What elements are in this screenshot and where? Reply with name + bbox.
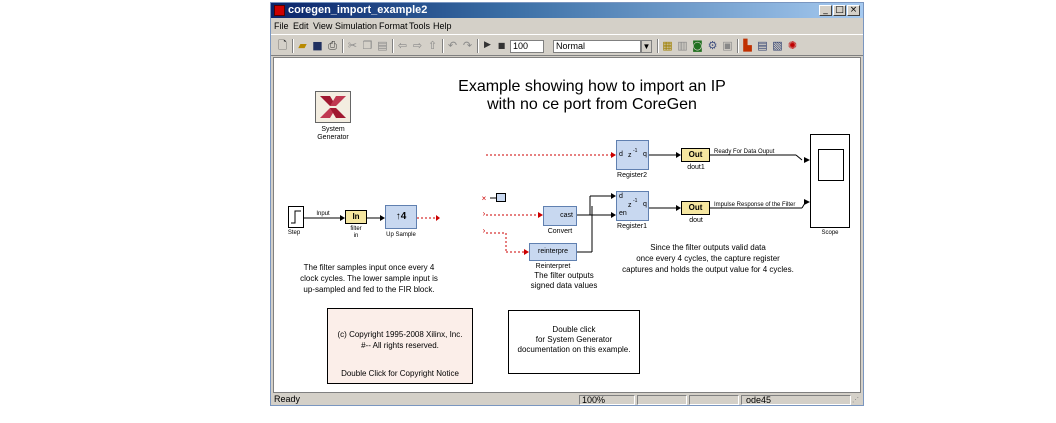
minimize-button[interactable]: _ [819,5,832,16]
register1-block[interactable]: d z -1 q en [616,191,649,221]
window-title: coregen_import_example2 [288,4,428,16]
system-generator-block[interactable] [315,91,351,123]
register2-block[interactable]: d z -1 q [616,140,649,170]
update-icon[interactable]: ⚙ [707,39,718,52]
branch-mark: › [482,209,486,218]
cut-icon[interactable]: ✂ [347,39,358,52]
title-bar[interactable]: coregen_import_example2 _ □ × [271,3,863,18]
explorer-icon[interactable]: ▥ [677,39,688,52]
menu-bar: File Edit View Simulation Format Tools H… [271,19,863,33]
status-state: Ready [274,394,301,404]
copyright-text: (c) Copyright 1995-2008 Xilinx, Inc. #--… [337,330,463,350]
scope-screen-icon [818,149,844,181]
browser-icon[interactable]: ▤ [757,39,768,52]
menu-tools[interactable]: Tools [409,21,431,31]
xilinx-icon[interactable]: ✺ [787,39,798,52]
reinterpret-label: Reinterpret [535,263,571,270]
forward-icon[interactable]: ⇨ [412,39,423,52]
status-empty-2 [689,395,739,405]
menu-file[interactable]: File [274,21,289,31]
simulink-app-icon [274,5,285,16]
toolbar-separator [737,39,739,53]
toolbar-separator [342,39,344,53]
dout1-label: dout1 [687,164,705,171]
gateway-out-block[interactable]: Out [681,201,710,215]
save-icon[interactable]: ■ [312,39,323,52]
register2-label: Register2 [617,172,647,179]
up-icon[interactable]: ⇧ [427,39,438,52]
branch-mark: × [481,194,487,203]
build-icon[interactable]: ▣ [722,39,733,52]
note-filter-samples: The filter samples input once every 4 cl… [300,263,438,294]
model-icon[interactable]: ▙ [743,39,752,52]
convert-block[interactable]: cast [543,206,577,226]
gateway-in-block[interactable]: In [345,210,367,224]
new-icon[interactable]: 🗋 [278,39,287,52]
constant-block[interactable] [496,193,506,202]
step-icon [291,210,301,224]
redo-icon[interactable]: ↷ [462,39,473,52]
close-button[interactable]: × [847,5,860,16]
copy-icon[interactable]: ❐ [362,39,373,52]
menu-simulation[interactable]: Simulation [335,21,378,31]
step-label: Step [287,230,301,236]
note-filter-outputs: The filter outputs signed data values [530,271,598,290]
menu-view[interactable]: View [313,21,333,31]
model-canvas[interactable]: Example showing how to import an IP with… [273,57,861,393]
toolbar: 🗋 ▰ ■ ⎙ ✂ ❐ ▤ ⇦ ⇨ ⇧ ↶ ↷ ▶ ■ 100 Normal ▼… [271,34,863,56]
ready-signal-label: Ready For Data Ouput [714,149,775,155]
maximize-button[interactable]: □ [833,5,846,16]
menu-help[interactable]: Help [433,21,452,31]
toolbar-separator [392,39,394,53]
undo-icon[interactable]: ↶ [447,39,458,52]
stop-icon[interactable]: ■ [497,41,506,50]
convert-label: Convert [547,228,573,235]
back-icon[interactable]: ⇦ [397,39,408,52]
start-icon[interactable]: ▶ [484,40,491,50]
menu-format[interactable]: Format [379,21,408,31]
copyright-click-text: Double Click for Copyright Notice [341,369,459,378]
toolbar-separator [477,39,479,53]
diagram-heading: Example showing how to import an IP with… [458,78,726,113]
documentation-link-box[interactable]: Double click for System Generator docume… [508,310,640,374]
print-icon[interactable]: ⎙ [328,39,337,52]
system-generator-label: System Generator [317,126,349,141]
resize-grip-icon[interactable]: ⋰ [852,397,859,404]
toolbar-separator [657,39,659,53]
dout-label: dout [689,217,703,224]
paste-icon[interactable]: ▤ [377,39,388,52]
up-sample-label: Up Sample [386,232,416,238]
scope-block[interactable] [810,134,850,228]
library-icon[interactable]: ▦ [662,39,673,52]
register1-label: Register1 [617,223,647,230]
open-icon[interactable]: ▰ [298,39,307,52]
xilinx-logo-icon [320,96,346,118]
menu-edit[interactable]: Edit [293,21,309,31]
properties-icon[interactable]: ▧ [772,39,783,52]
up-sample-block[interactable]: ↑4 [385,205,417,229]
step-block[interactable] [288,206,304,228]
copyright-notice-box[interactable]: (c) Copyright 1995-2008 Xilinx, Inc. #--… [327,308,473,384]
scope-label: Scope [821,230,839,236]
stop-time-input[interactable]: 100 [510,40,544,53]
status-zoom: 100% [579,395,635,405]
branch-mark: › [482,226,486,235]
input-signal-label: Input [316,211,330,217]
filter-in-label: filter in [350,226,362,239]
debug-icon[interactable]: ◙ [692,39,703,52]
sim-mode-select[interactable]: Normal [553,40,641,53]
documentation-text: Double click for System Generator docume… [517,325,631,354]
gateway-out1-block[interactable]: Out [681,148,710,162]
toolbar-separator [292,39,294,53]
reinterpret-block[interactable]: reinterpre [529,243,577,261]
status-bar: Ready 100% ode45 ⋰ [271,394,863,406]
note-valid-data: Since the filter outputs valid data once… [622,243,794,274]
impulse-signal-label: Impulse Response of the Filter [714,202,796,208]
status-solver: ode45 [741,395,851,405]
toolbar-separator [442,39,444,53]
status-empty-1 [637,395,687,405]
chevron-down-icon[interactable]: ▼ [641,40,652,53]
model-window: coregen_import_example2 _ □ × File Edit … [270,2,864,406]
